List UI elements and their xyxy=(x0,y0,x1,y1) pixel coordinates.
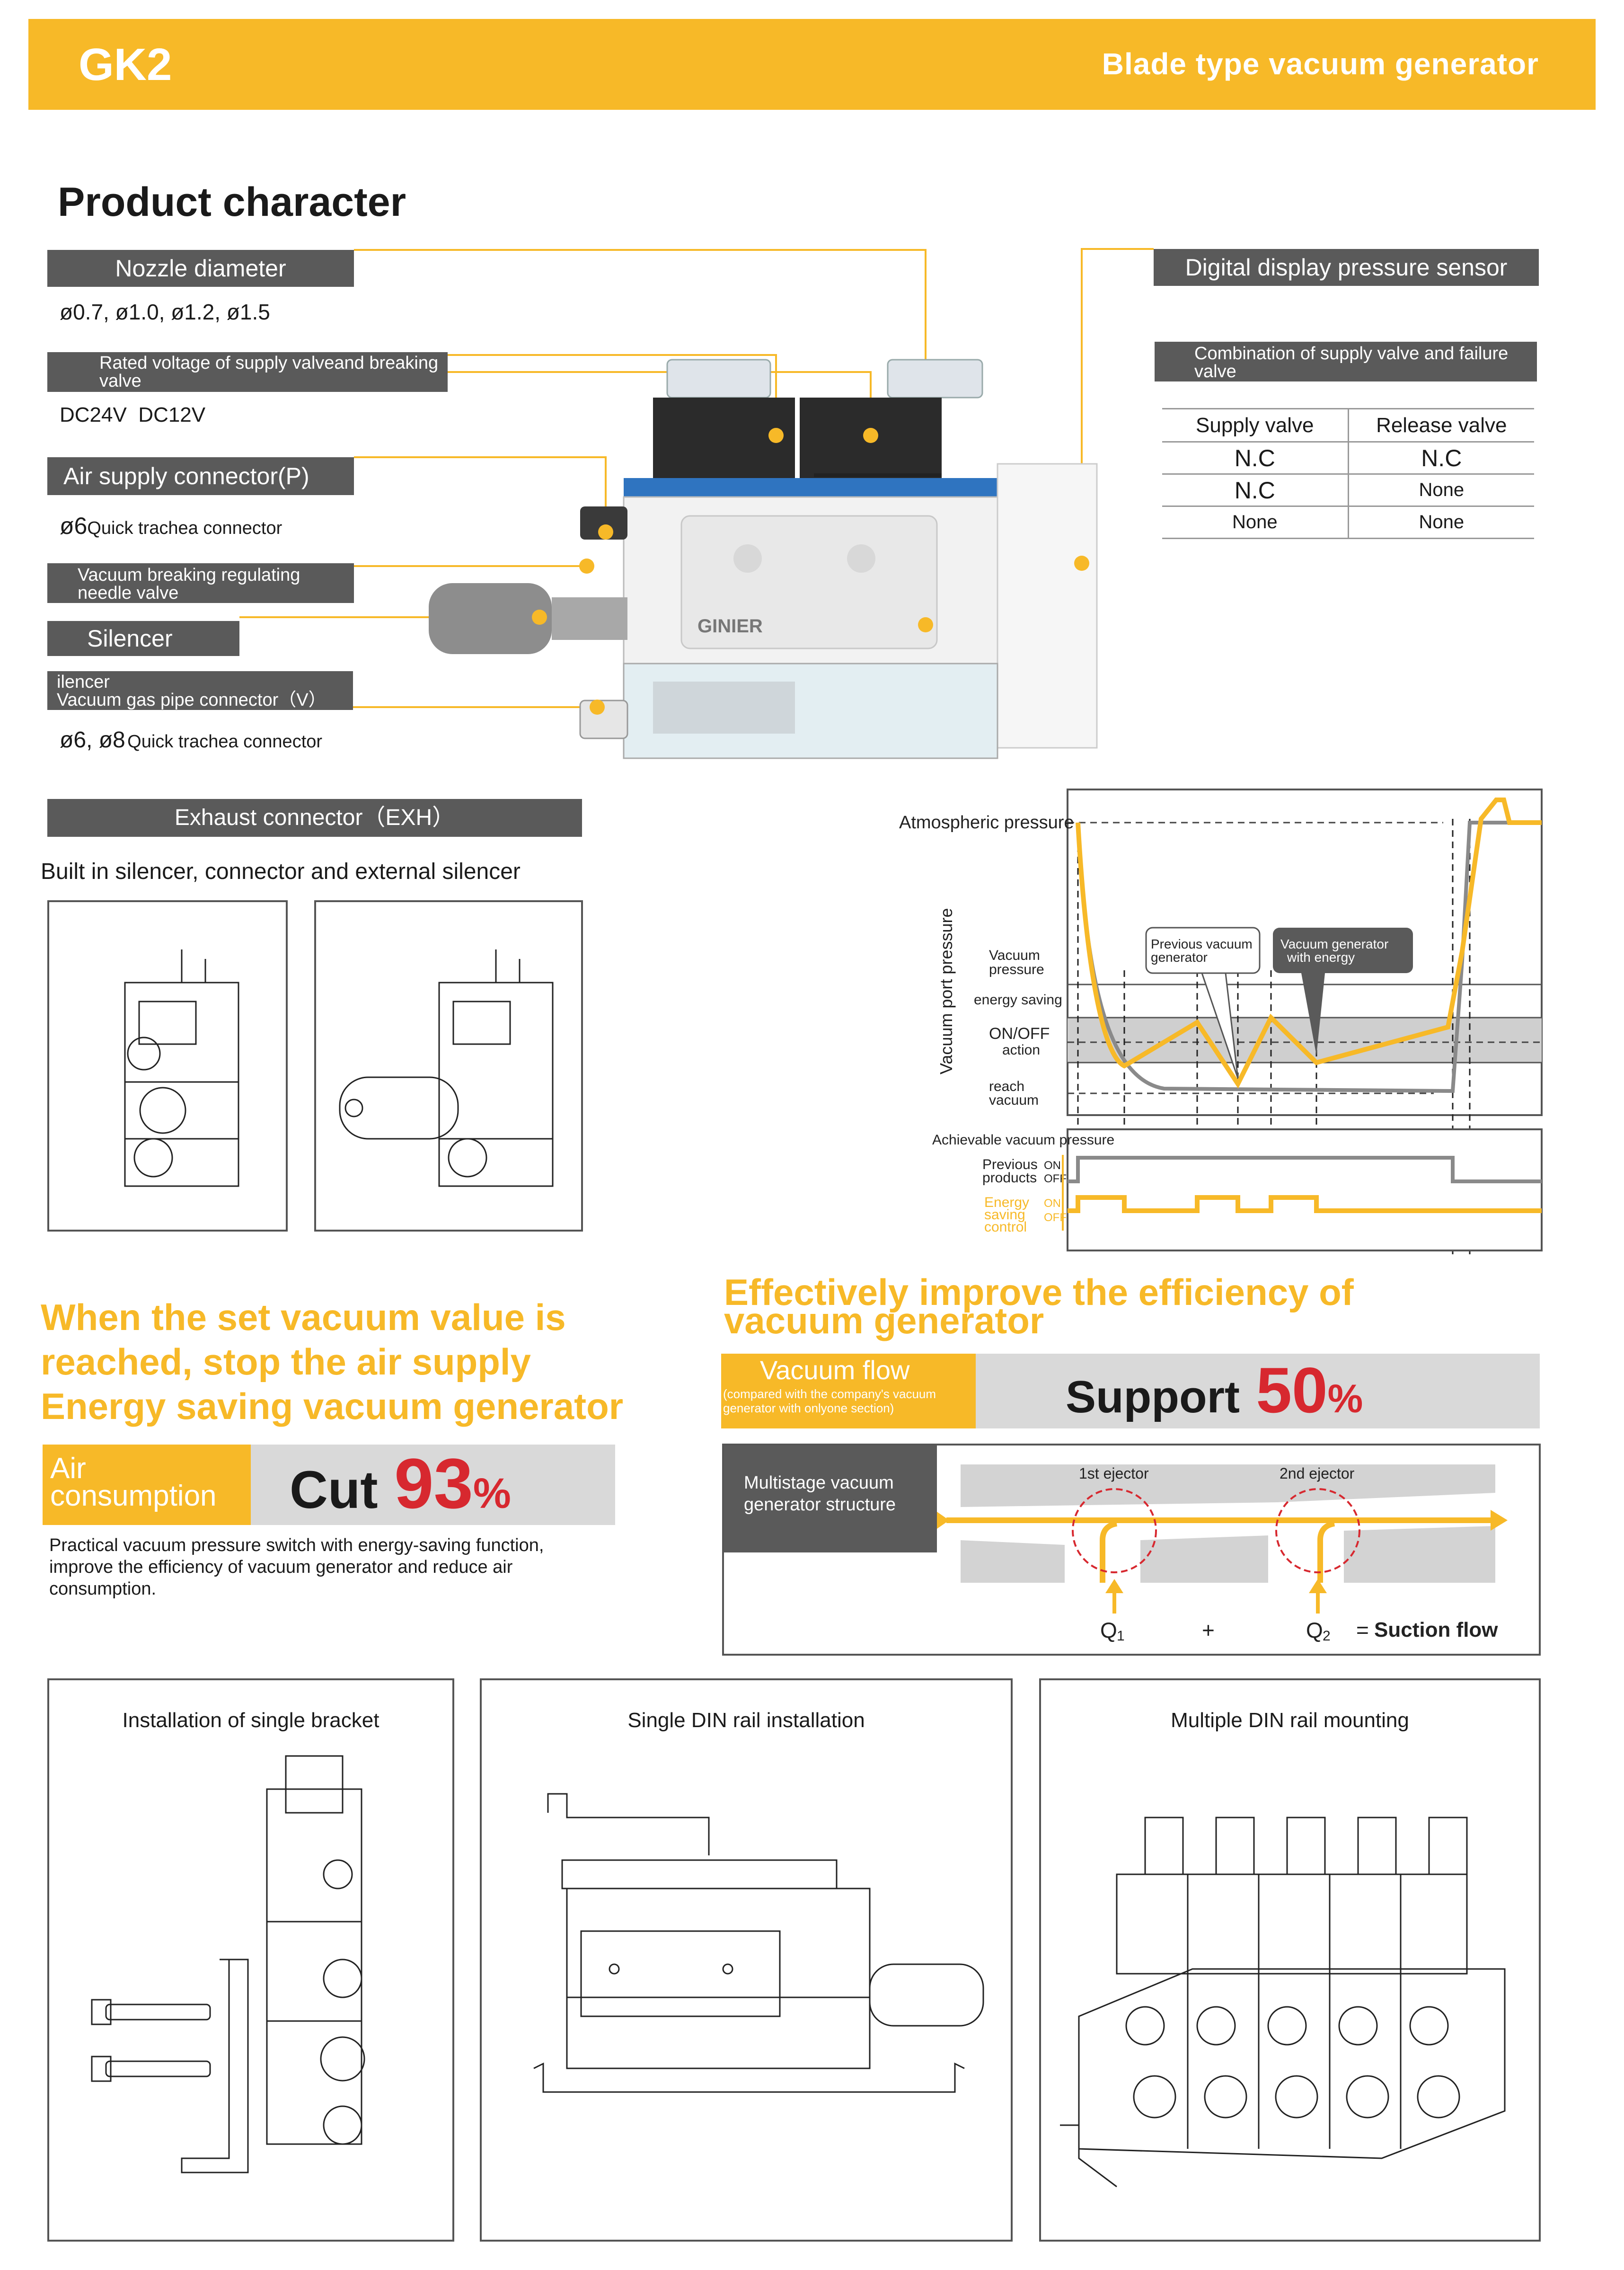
sensor-label: Digital display pressure sensor xyxy=(1154,249,1539,286)
air-supply-label: Air supply connector(P) xyxy=(47,457,354,495)
valve-table-cell: None xyxy=(1162,506,1349,539)
install-panel-single-din: Single DIN rail installation xyxy=(480,1678,1013,2242)
valve-table-header: Release valve xyxy=(1348,408,1534,443)
install-panel-multiple-din: Multiple DIN rail mounting xyxy=(1039,1678,1541,2242)
header-subtitle: Blade type vacuum generator xyxy=(1102,47,1539,81)
svg-text:ON: ON xyxy=(1044,1159,1061,1172)
cut-metric-box xyxy=(251,1445,615,1525)
multistage-label-bg xyxy=(724,1445,937,1552)
left-headline: When the set vacuum value is reached, st… xyxy=(41,1296,624,1427)
svg-text:ON: ON xyxy=(1044,1197,1061,1210)
ejector1-label: 1st ejector xyxy=(1079,1465,1149,1482)
support-metric-box xyxy=(976,1354,1540,1428)
section-title: Product character xyxy=(58,179,406,225)
svg-text:control: control xyxy=(984,1219,1027,1235)
graph-callout-energy: Vacuum generator xyxy=(1280,937,1388,951)
graph-callout-prev: Previous vacuum xyxy=(1151,937,1253,951)
graph-reach: reach xyxy=(989,1079,1024,1094)
multiple-din-drawing xyxy=(1060,1817,1506,2188)
voltage-label: Rated voltage of supply valveand breakin… xyxy=(47,352,448,392)
builtin-silencer-drawing xyxy=(124,949,239,1187)
graph-energy-saving: energy saving xyxy=(974,992,1062,1008)
install-panel-bracket: Installation of single bracket xyxy=(47,1678,454,2242)
svg-text:2: 2 xyxy=(1323,1628,1331,1644)
vacuum-pressure-graph: Atmospheric pressure Vacuum port pressur… xyxy=(899,789,1543,1254)
combination-label: Combination of supply valve and failure … xyxy=(1155,342,1537,381)
install-title: Installation of single bracket xyxy=(122,1709,380,1732)
valve-table-cell: None xyxy=(1348,474,1534,507)
graph-y-axis: Vacuum port pressure xyxy=(936,908,956,1075)
valve-table-header: Supply valve xyxy=(1162,408,1349,443)
ejector2-label: 2nd ejector xyxy=(1280,1465,1355,1482)
silencer-label: Silencer xyxy=(47,621,239,656)
svg-text:generator: generator xyxy=(1151,950,1208,965)
nozzle-value: ø0.7, ø1.0, ø1.2, ø1.5 xyxy=(60,300,270,324)
nozzle-label: Nozzle diameter xyxy=(47,250,354,287)
external-silencer-drawing xyxy=(339,949,554,1187)
suction-flow-label: Suction flow xyxy=(1374,1618,1498,1641)
vacuum-pipe-value: ø6, ø8 Quick trachea connector xyxy=(60,727,323,753)
product-illustration: GINIER xyxy=(239,248,1154,759)
valve-table-cell: N.C xyxy=(1162,442,1349,475)
graph-onoff: ON/OFF xyxy=(989,1025,1050,1043)
plus-sign: + xyxy=(1202,1618,1215,1642)
q2-label: Q xyxy=(1306,1618,1323,1642)
right-headline: Effectively improve the efficiency of va… xyxy=(724,1271,1354,1341)
equals-sign: = xyxy=(1356,1618,1369,1642)
air-consumption-tag: Air consumption xyxy=(43,1445,251,1525)
svg-text:with energy: with energy xyxy=(1287,950,1355,965)
svg-text:products: products xyxy=(982,1170,1037,1186)
voltage-value: DC24V DC12V xyxy=(60,403,206,426)
product-brand: GINIER xyxy=(697,616,763,637)
support-metric: Support 50% xyxy=(1066,1354,1363,1426)
q1-label: Q xyxy=(1100,1618,1117,1642)
graph-vacuum-pressure: Vacuum xyxy=(989,948,1040,963)
graph-energy-control: Energy xyxy=(984,1195,1029,1210)
svg-text:saving: saving xyxy=(984,1207,1025,1223)
cut-metric: Cut 93% xyxy=(290,1444,511,1523)
breaking-label: Vacuum breaking regulating needle valve xyxy=(47,563,354,603)
single-din-drawing xyxy=(533,1793,984,2093)
graph-atmospheric: Atmospheric pressure xyxy=(899,813,1074,833)
svg-text:pressure: pressure xyxy=(989,962,1044,977)
graph-prev-products: Previous xyxy=(982,1157,1038,1172)
left-desc: Practical vacuum pressure switch with en… xyxy=(49,1535,544,1599)
exhaust-drawing-1 xyxy=(47,900,288,1232)
header-bar xyxy=(28,19,1596,110)
bracket-drawing xyxy=(91,1755,365,2173)
ejector-diagram: 1st ejector 2nd ejector Q 1 + Q 2 = Suct… xyxy=(937,1464,1508,1644)
valve-table-cell: N.C xyxy=(1162,474,1349,507)
header-model: GK2 xyxy=(79,39,172,90)
vacuum-flow-tag: Vacuum flow (compared with the company's… xyxy=(721,1354,976,1428)
exhaust-label: Exhaust connector（EXH） xyxy=(47,799,582,837)
svg-text:action: action xyxy=(1002,1042,1040,1058)
valve-table-cell: None xyxy=(1348,506,1534,539)
install-title: Multiple DIN rail mounting xyxy=(1171,1709,1409,1732)
vacuum-pipe-label: ilencer Vacuum gas pipe connector（V） xyxy=(47,671,353,710)
svg-text:vacuum: vacuum xyxy=(989,1092,1039,1108)
multistage-label: Multistage vacuum generator structure xyxy=(744,1473,896,1515)
exhaust-drawing-2 xyxy=(314,900,583,1232)
valve-table-cell: N.C xyxy=(1348,442,1534,475)
graph-achievable: Achievable vacuum pressure xyxy=(932,1132,1114,1148)
air-supply-value: ø6Quick trachea connector xyxy=(60,513,282,539)
svg-text:1: 1 xyxy=(1117,1628,1125,1644)
install-title: Single DIN rail installation xyxy=(627,1709,865,1732)
exhaust-desc: Built in silencer, connector and externa… xyxy=(41,859,521,884)
